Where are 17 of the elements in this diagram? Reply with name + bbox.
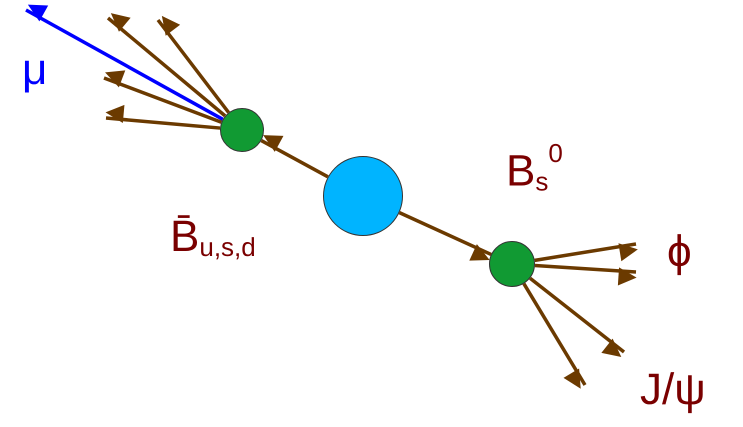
arrow [106,13,226,118]
particle-label: μ [22,48,48,92]
particle-circle [489,241,535,287]
arrow [260,135,329,178]
particle-label: B̄$_{u,s,d}$ [170,215,256,260]
arrow [534,264,637,286]
arrow [25,4,224,121]
arrow [156,16,230,114]
arrow [106,104,220,130]
arrow [398,211,492,261]
particle-circle [220,108,264,152]
arrow [529,276,626,357]
particle-label: ϕ [667,230,692,274]
arrow [534,242,638,262]
particle-label: J/ψ [640,368,706,412]
arrow [103,70,222,124]
arrow [522,282,586,389]
